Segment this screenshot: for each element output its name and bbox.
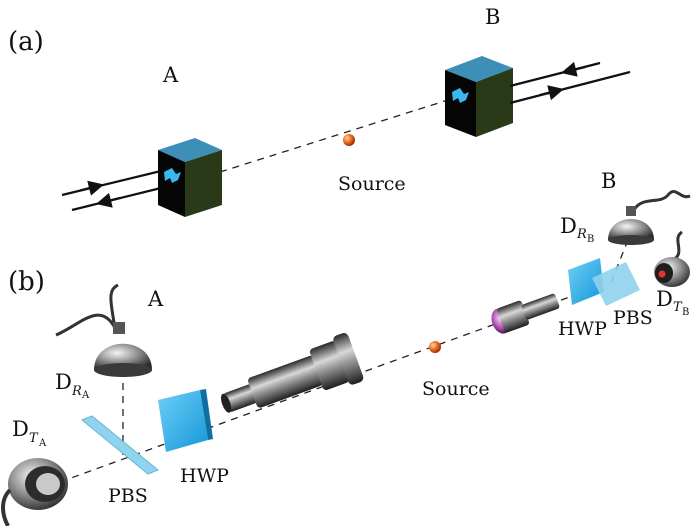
hwp-b-plate — [568, 258, 604, 305]
svg-text:R: R — [71, 384, 82, 399]
panel-a-beam — [219, 99, 449, 173]
svg-text:D: D — [12, 417, 29, 441]
label-d-r-b: D R B — [560, 214, 594, 245]
svg-text:B: B — [587, 234, 594, 245]
label-d-t-b: D T B — [656, 287, 689, 318]
label-hwp-b: HWP — [558, 318, 607, 340]
panel-a-tag: (a) — [8, 27, 44, 57]
label-hwp-a: HWP — [180, 465, 229, 487]
svg-text:D: D — [560, 214, 577, 238]
panel-a-node-a-label: A — [162, 63, 179, 87]
panel-a-source — [343, 134, 355, 146]
pbs-b-plate — [592, 262, 640, 306]
svg-text:B: B — [682, 307, 689, 318]
panel-a-rays-a — [61, 168, 166, 212]
svg-text:T: T — [673, 300, 683, 315]
photon-icon — [164, 168, 181, 183]
collimator-b — [491, 293, 560, 334]
label-d-r-a: D R A — [55, 370, 90, 401]
svg-text:D: D — [656, 287, 673, 311]
node-a-cube — [158, 138, 222, 217]
panel-b-node-a-label: A — [147, 287, 164, 311]
panel-a-rays-b — [509, 61, 631, 105]
panel-b: (b) A D R A D T A — [1, 169, 691, 526]
collimator-a — [221, 333, 364, 413]
detector-d-r-b — [608, 190, 691, 245]
svg-text:A: A — [38, 438, 47, 449]
svg-text:T: T — [29, 431, 39, 446]
detector-d-t-a — [1, 458, 68, 526]
panel-b-source-label: Source — [422, 378, 490, 400]
detector-d-t-b — [654, 230, 690, 287]
svg-text:D: D — [55, 370, 72, 394]
panel-a: (a) A Source B — [8, 5, 631, 217]
label-pbs-a: PBS — [108, 485, 148, 507]
indicator-light-icon — [658, 270, 666, 278]
panel-a-source-label: Source — [338, 173, 406, 195]
photon-icon — [452, 88, 469, 103]
panel-b-source — [429, 341, 441, 353]
pbs-a-plate — [81, 415, 159, 475]
svg-text:A: A — [81, 390, 90, 401]
panel-b-tag: (b) — [8, 267, 45, 297]
node-b-cube — [445, 56, 513, 137]
hwp-a-plate — [158, 389, 213, 452]
panel-b-node-b-label: B — [601, 169, 616, 193]
label-pbs-b: PBS — [613, 307, 653, 329]
detector-d-r-a — [55, 283, 152, 377]
panel-a-node-b-label: B — [485, 5, 500, 29]
label-d-t-a: D T A — [12, 417, 47, 449]
svg-text:R: R — [576, 227, 587, 242]
